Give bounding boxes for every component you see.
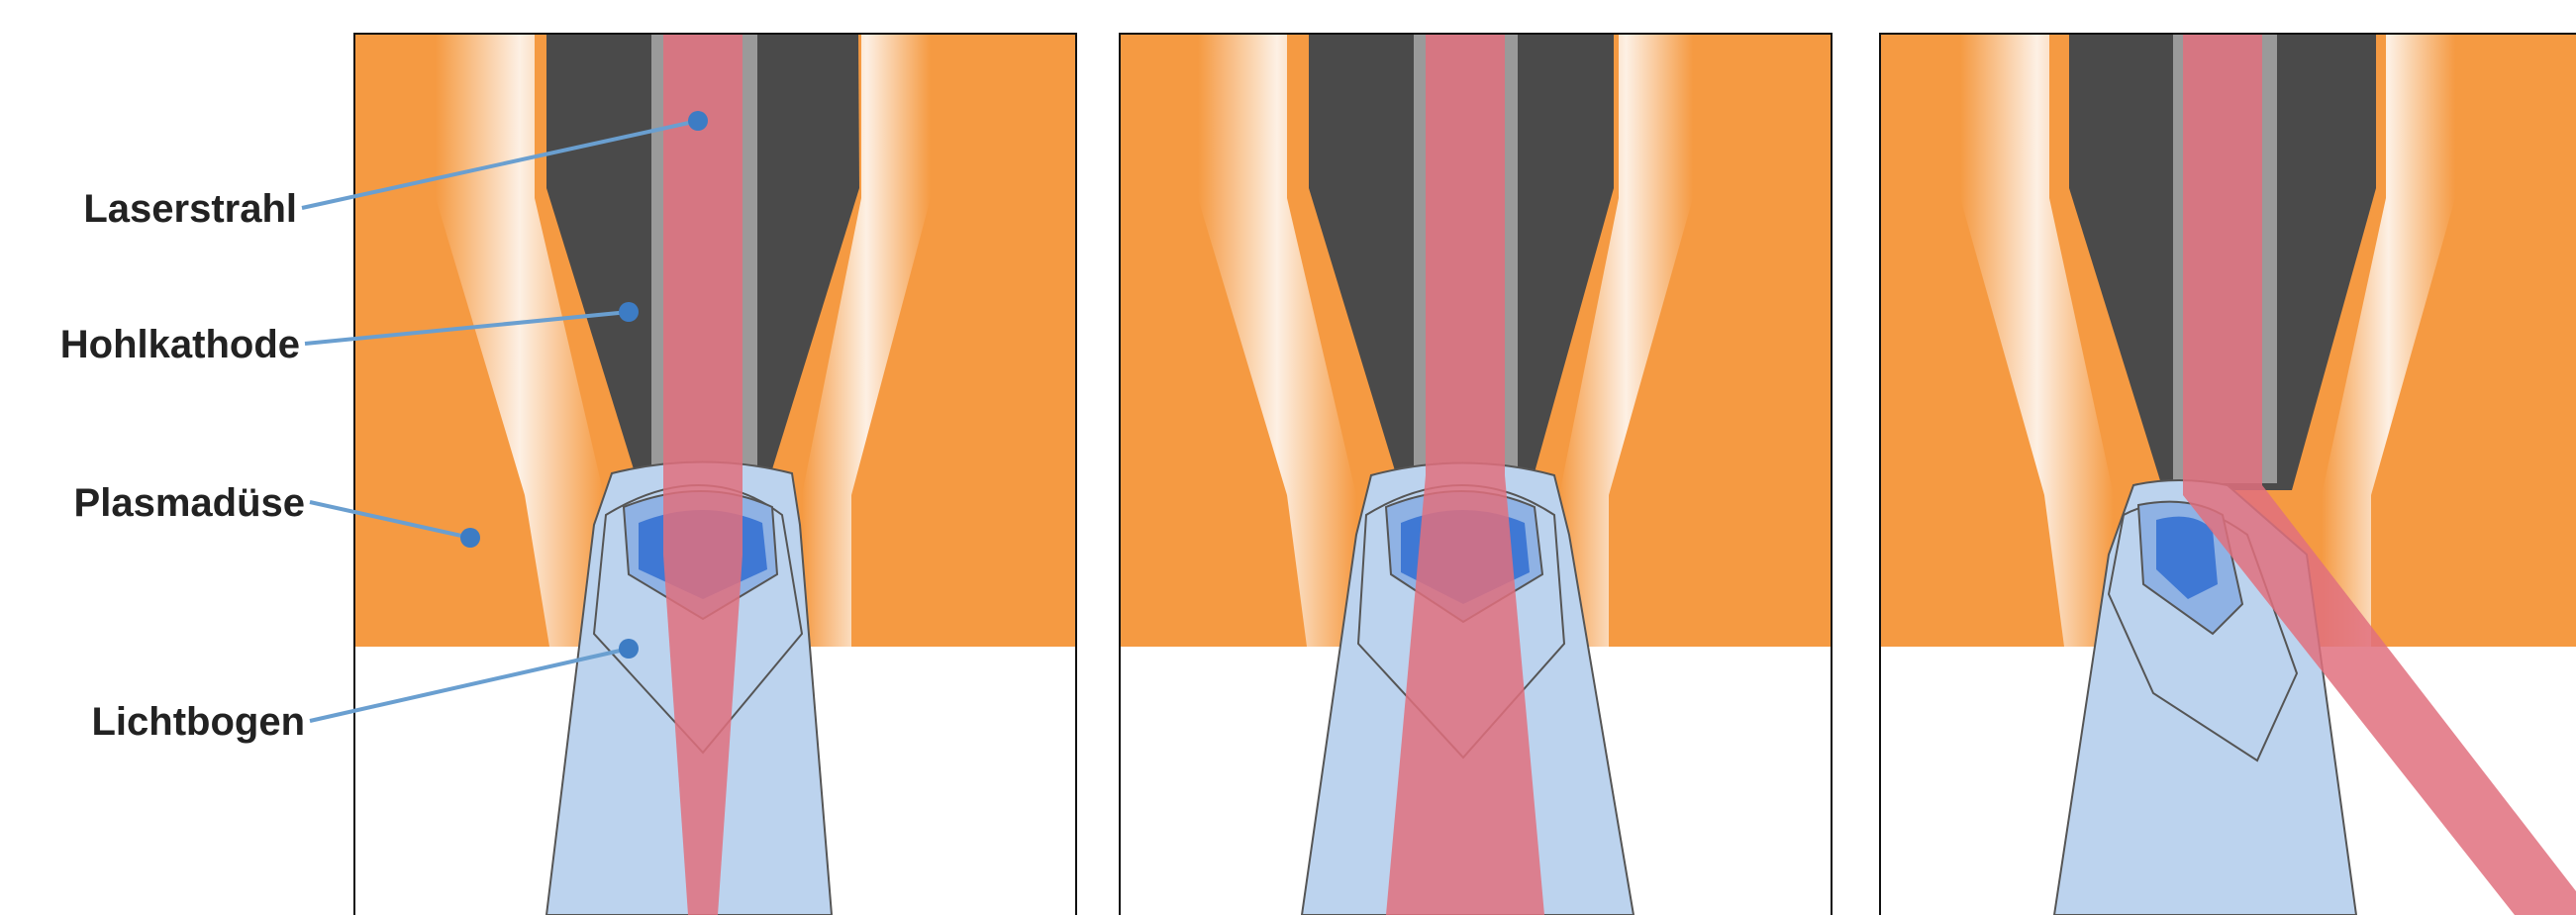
marker-arc <box>619 639 639 659</box>
marker-hollow-cathode <box>619 302 639 322</box>
panel-3 <box>1879 33 2576 915</box>
label-plasma-nozzle: Plasmadüse <box>74 481 305 525</box>
panel-2 <box>1119 33 1833 915</box>
panel-1 <box>353 33 1077 915</box>
label-hollow-cathode: Hohlkathode <box>60 323 300 366</box>
marker-plasma-nozzle <box>460 528 480 548</box>
marker-laser-beam <box>688 111 708 131</box>
label-laser-beam: Laserstrahl <box>83 187 297 231</box>
label-arc: Lichtbogen <box>91 700 305 744</box>
